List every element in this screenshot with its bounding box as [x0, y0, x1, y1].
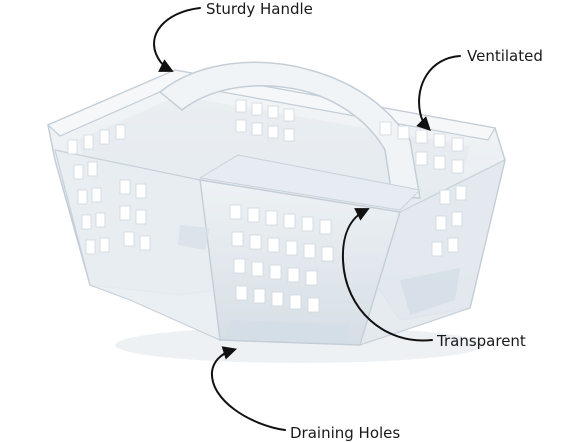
callout-arrows — [153, 7, 461, 431]
callout-label-draining-holes: Draining Holes — [290, 424, 401, 442]
transparent-arrow — [341, 208, 433, 342]
callout-label-sturdy-handle: Sturdy Handle — [206, 0, 313, 18]
handle-arrow — [153, 7, 201, 72]
callout-label-transparent: Transparent — [437, 332, 526, 350]
ventilated-arrow — [416, 55, 461, 131]
draining-arrow — [210, 346, 286, 431]
callout-label-ventilated: Ventilated — [467, 47, 543, 65]
vent-holes — [67, 99, 467, 313]
